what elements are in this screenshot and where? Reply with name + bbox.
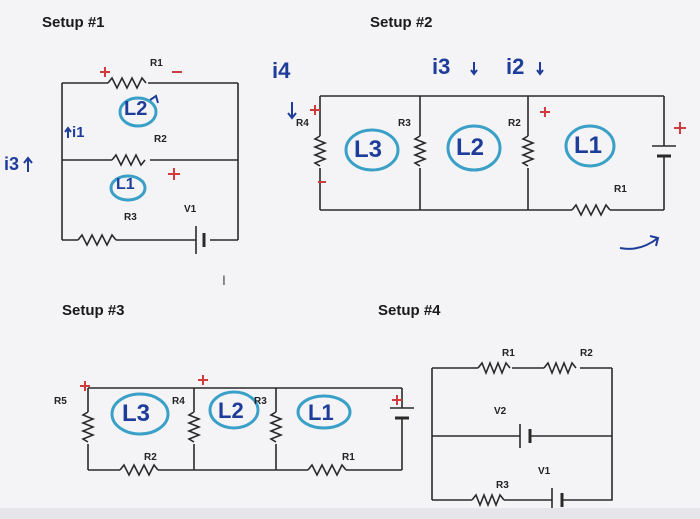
s1-i3-arrow [23, 156, 33, 172]
s1-loop2-circle [118, 96, 158, 128]
s2-r3-resistor [412, 135, 428, 167]
s1-loop1-circle [109, 174, 147, 202]
bottom-strip [0, 508, 700, 519]
s4-r3-label: R3 [496, 480, 509, 491]
s2-loop1-annotation: L1 [574, 132, 603, 159]
text-cursor-icon: I [222, 272, 226, 288]
s3-r2-label: R2 [144, 452, 157, 463]
s2-i3-arrow [470, 62, 478, 76]
s2-loop2-annotation: L2 [456, 134, 485, 161]
s4-v2-label: V2 [494, 406, 507, 417]
s4-r2-label: R2 [580, 348, 593, 359]
s3-r3-label: R3 [254, 396, 267, 407]
s2-i3-annotation: i3 [432, 54, 451, 79]
s3-r4-resistor [186, 411, 202, 443]
s3-r2-resistor [119, 463, 159, 477]
s2-r4-label: R4 [296, 118, 309, 129]
s1-r1-label: R1 [150, 58, 163, 69]
s2-r1-resistor [571, 203, 611, 217]
s1-plus-r2 [168, 168, 180, 180]
s4-r2-resistor [543, 360, 577, 376]
s1-r2-label: R2 [154, 134, 167, 145]
s1-r3-resistor [77, 233, 117, 247]
s1-i1-annotation: i1 [72, 124, 85, 141]
s1-i1-arrow [64, 126, 72, 138]
setup-4-title: Setup #4 [378, 302, 441, 319]
s3-r5-resistor [80, 411, 96, 443]
s3-plus-battery [392, 395, 402, 405]
s4-bottom-wire [432, 436, 613, 501]
s2-loop3-annotation: L3 [354, 136, 383, 163]
setup-3-title: Setup #3 [62, 302, 125, 319]
s2-r1-label: R1 [614, 184, 627, 195]
s2-loop3-circle [344, 128, 400, 172]
s3-r4-label: R4 [172, 396, 185, 407]
s2-r2-resistor [520, 135, 536, 167]
s3-loop1-annotation: L1 [308, 400, 334, 425]
s4-v1-label: V1 [538, 466, 551, 477]
s1-r2-resistor [111, 153, 146, 167]
s1-loop1-annotation: L1 [116, 176, 135, 193]
s1-loop2-annotation: L2 [124, 98, 148, 120]
s2-i2-arrow [536, 62, 544, 76]
s3-r1-label: R1 [342, 452, 355, 463]
s2-loop1-circle [564, 124, 616, 168]
s3-plus-r4 [198, 375, 208, 385]
s4-r1-label: R1 [502, 348, 515, 359]
setup-1-title: Setup #1 [42, 14, 105, 31]
s1-r1-resistor [107, 76, 147, 90]
s3-plus-r5 [80, 381, 90, 391]
s4-r1-resistor [477, 360, 511, 376]
s2-loop2-circle [446, 124, 502, 172]
s2-r2-label: R2 [508, 118, 521, 129]
setup-2-title: Setup #2 [370, 14, 433, 31]
s1-plus-mark [100, 67, 110, 77]
s3-loop1-circle [296, 394, 352, 430]
s2-r1-current-arrow [619, 235, 660, 250]
s2-i2-annotation: i2 [506, 54, 525, 79]
s2-plus-mark [310, 105, 320, 115]
s1-i3-annotation: i3 [4, 154, 20, 174]
s2-plus-battery [674, 122, 686, 134]
s3-r1-resistor [307, 463, 347, 477]
s3-loop3-annotation: L3 [122, 400, 151, 427]
s2-i4-arrow [287, 102, 297, 120]
s2-r3-label: R3 [398, 118, 411, 129]
s3-r3-resistor [268, 411, 284, 443]
s2-plus-r2 [540, 107, 550, 117]
s1-v1-label: V1 [184, 204, 197, 215]
s3-r5-label: R5 [54, 396, 67, 407]
s2-i4-annotation: i4 [272, 58, 291, 83]
s4-r3-resistor [471, 492, 505, 508]
s1-r3-label: R3 [124, 212, 137, 223]
s1-loop-arrow-head [149, 94, 159, 104]
s2-r4-resistor [312, 135, 328, 167]
s3-loop2-annotation: L2 [218, 398, 244, 423]
s3-loop3-circle [110, 392, 170, 436]
s3-loop2-circle [208, 390, 260, 430]
